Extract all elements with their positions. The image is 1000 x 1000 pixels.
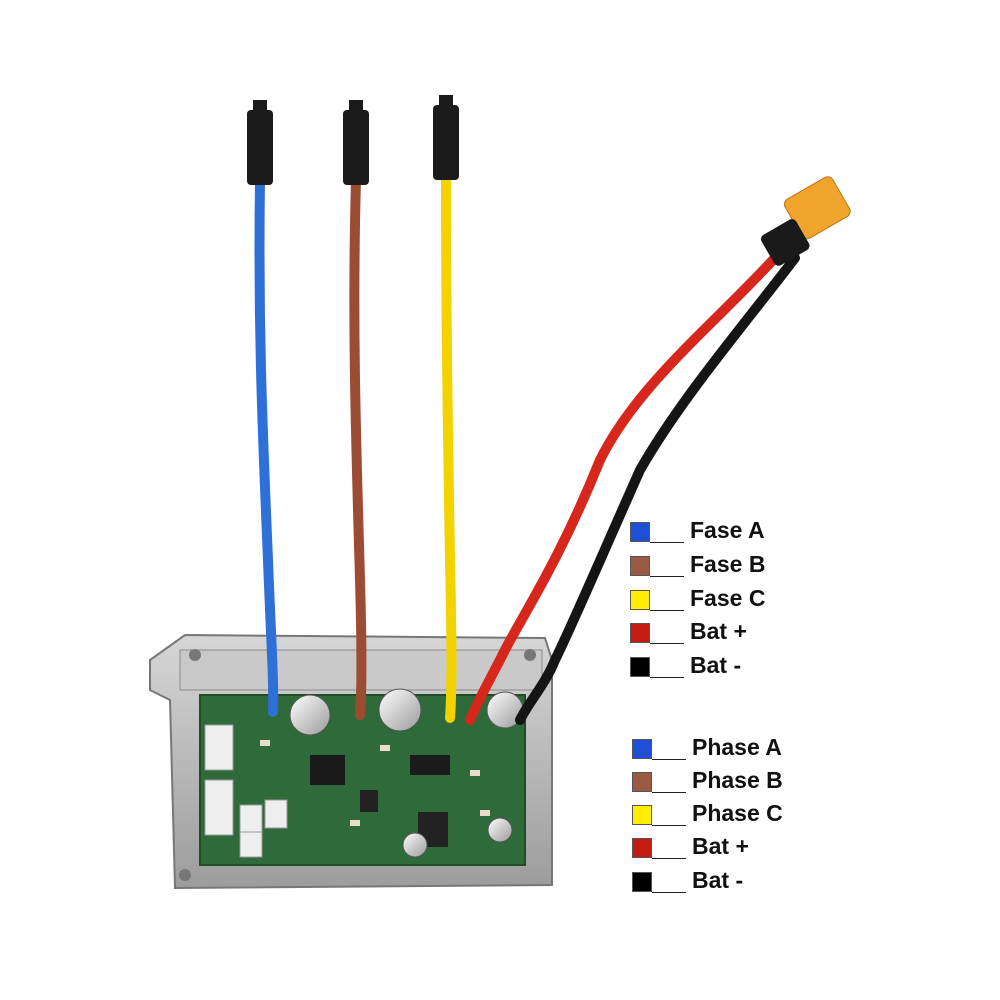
- leader-line: [652, 892, 686, 893]
- legend-item: Bat -: [630, 652, 870, 681]
- color-swatch: [632, 838, 652, 858]
- legend-item: Bat +: [632, 833, 872, 862]
- legend-item: Fase B: [630, 551, 870, 580]
- legend-label: Bat -: [690, 652, 742, 678]
- color-swatch: [630, 657, 650, 677]
- legend-item: Phase C: [632, 800, 872, 829]
- color-swatch: [630, 590, 650, 610]
- legend-item: Bat +: [630, 618, 870, 647]
- leader-line: [650, 677, 684, 678]
- color-swatch: [630, 556, 650, 576]
- legend-label: Fase B: [690, 551, 766, 577]
- legend-item: Phase B: [632, 767, 872, 796]
- color-swatch: [632, 772, 652, 792]
- circuit-board: [199, 688, 526, 866]
- legend-label: Phase B: [692, 767, 783, 793]
- color-swatch: [630, 623, 650, 643]
- legend-label: Phase C: [692, 800, 783, 826]
- leader-line: [650, 576, 684, 577]
- legend-item: Bat -: [632, 867, 872, 896]
- phase-connectors: [247, 95, 459, 185]
- wire-bundle: [254, 170, 800, 725]
- leader-line: [650, 643, 684, 644]
- color-swatch: [632, 872, 652, 892]
- legend-item: Phase A: [632, 734, 872, 763]
- legend-label: Fase C: [690, 585, 766, 611]
- xt60-connector: [761, 176, 851, 266]
- legend-label: Bat -: [692, 867, 744, 893]
- color-swatch: [632, 739, 652, 759]
- leader-line: [652, 792, 686, 793]
- leader-line: [650, 542, 684, 543]
- legend-spanish: Fase A Fase B Fase C Bat + Bat -: [630, 517, 880, 685]
- leader-line: [652, 858, 686, 859]
- legend-label: Bat +: [690, 618, 747, 644]
- leader-line: [650, 610, 684, 611]
- color-swatch: [630, 522, 650, 542]
- legend-item: Fase C: [630, 585, 870, 614]
- legend-english: Phase A Phase B Phase C Bat + Bat -: [632, 734, 882, 902]
- leader-line: [652, 825, 686, 826]
- legend-label: Phase A: [692, 734, 782, 760]
- legend-label: Fase A: [690, 517, 765, 543]
- legend-label: Bat +: [692, 833, 749, 859]
- leader-line: [652, 759, 686, 760]
- legend-item: Fase A: [630, 517, 870, 546]
- color-swatch: [632, 805, 652, 825]
